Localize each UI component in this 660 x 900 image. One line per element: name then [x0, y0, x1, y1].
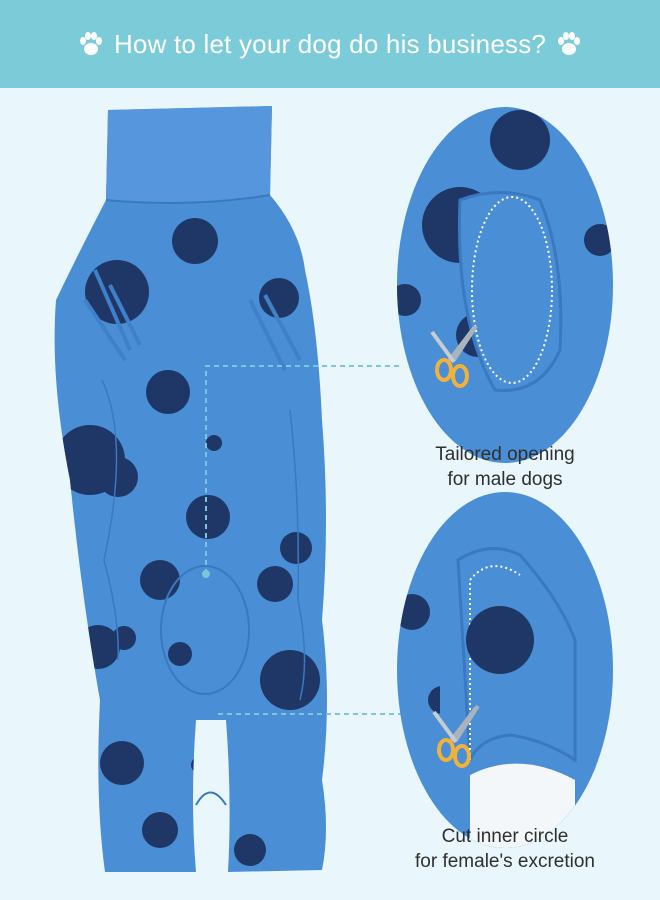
caption-line-1: Cut inner circle	[441, 826, 569, 847]
caption-line-2: for female's excretion	[415, 851, 595, 872]
scissors-icon	[432, 704, 480, 768]
detail-lens-female	[397, 492, 613, 848]
leader-line-top	[205, 365, 400, 574]
callout-caption-male: Tailored opening for male dogs	[390, 442, 620, 492]
paw-icon	[558, 32, 581, 55]
detail-lens-male	[397, 107, 613, 463]
scissors-icon	[430, 324, 478, 388]
callout-caption-female: Cut inner circle for female's excretion	[390, 824, 620, 874]
caption-line-1: Tailored opening	[435, 444, 575, 465]
paw-icon	[79, 32, 102, 55]
leader-dot-top	[202, 570, 210, 578]
caption-line-2: for male dogs	[447, 469, 563, 490]
garment-drawing	[54, 106, 613, 872]
product-illustration: Tailored opening for male dogs Cut inner…	[0, 88, 660, 900]
recovery-suit	[54, 106, 327, 872]
page-title: How to let your dog do his business?	[113, 28, 547, 59]
header-banner: How to let your dog do his business?	[0, 0, 660, 88]
